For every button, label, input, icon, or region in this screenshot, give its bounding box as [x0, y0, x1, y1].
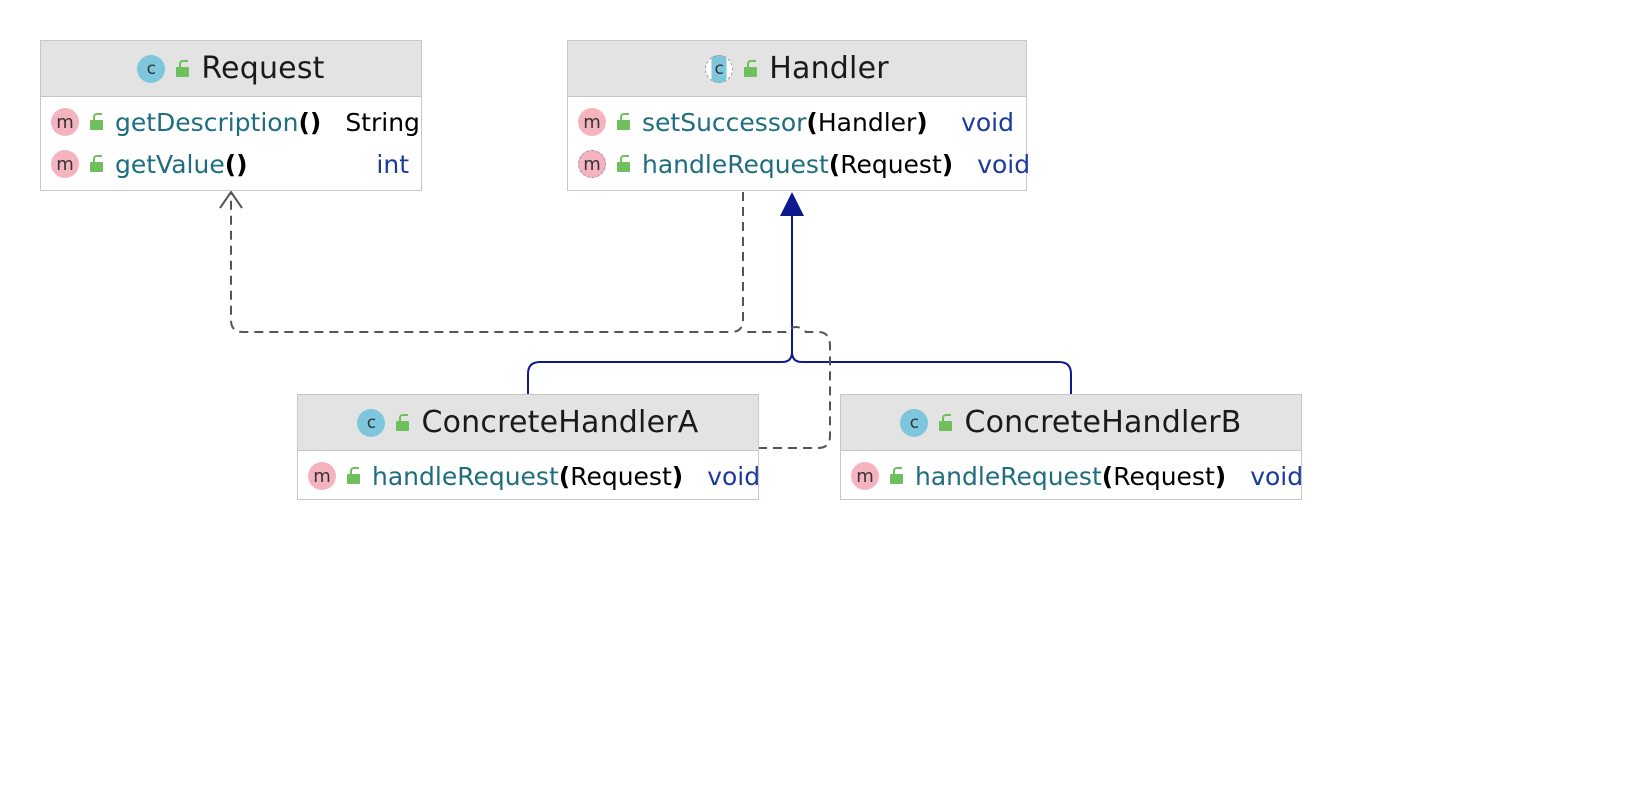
method-name: setSuccessor	[642, 107, 807, 137]
method-row-handlerequest[interactable]: m handleRequest(Request) void	[298, 455, 761, 497]
method-name: handleRequest	[372, 461, 559, 491]
method-params: Request	[570, 461, 672, 491]
public-visibility-icon	[938, 413, 954, 433]
method-return-type: void	[1250, 461, 1304, 491]
method-name: handleRequest	[915, 461, 1102, 491]
method-params: Handler	[817, 107, 917, 137]
class-name: ConcreteHandlerB	[964, 405, 1242, 440]
method-signature: handleRequest(Request)	[372, 461, 684, 491]
class-members: m setSuccessor(Handler) void m handleReq…	[568, 97, 1030, 189]
class-members: m handleRequest(Request) void	[841, 451, 1304, 501]
public-visibility-icon	[89, 112, 105, 132]
method-params: Request	[1113, 461, 1215, 491]
class-members: m getDescription() String m getValue() i…	[41, 97, 421, 189]
method-return-type: void	[961, 107, 1014, 137]
method-name: handleRequest	[642, 149, 829, 179]
method-return-type: int	[376, 149, 409, 179]
class-request[interactable]: c Request m getDescription() String m ge…	[40, 40, 422, 191]
method-signature: handleRequest(Request)	[915, 461, 1227, 491]
method-row-handlerequest[interactable]: m handleRequest(Request) void	[568, 143, 1030, 185]
public-visibility-icon	[89, 154, 105, 174]
dependency-line-handler-request	[230, 192, 744, 333]
class-name: Request	[201, 51, 325, 86]
class-handler[interactable]: c Handler m setSuccessor(Handler) void m…	[567, 40, 1030, 191]
method-name: getValue	[115, 149, 225, 179]
class-concrete-handler-b-header[interactable]: c ConcreteHandlerB	[841, 395, 1301, 451]
method-return-type: String	[345, 107, 420, 137]
class-name: ConcreteHandlerA	[421, 405, 699, 440]
public-visibility-icon	[616, 154, 632, 174]
method-row-getvalue[interactable]: m getValue() int	[41, 143, 421, 185]
class-kind-icon: c	[137, 54, 166, 83]
public-visibility-icon	[889, 466, 905, 486]
class-name: Handler	[769, 51, 889, 86]
method-params: Request	[840, 149, 942, 179]
inheritance-line-concrete-a	[527, 194, 793, 394]
class-handler-header[interactable]: c Handler	[568, 41, 1026, 97]
public-visibility-icon	[346, 466, 362, 486]
method-signature: getValue()	[115, 149, 248, 179]
method-kind-icon: m	[851, 462, 879, 490]
dependency-arrowhead	[219, 190, 243, 209]
method-kind-icon: m	[51, 150, 79, 178]
method-signature: handleRequest(Request)	[642, 149, 954, 179]
public-visibility-icon	[743, 59, 759, 79]
method-kind-icon: m	[51, 108, 79, 136]
method-return-type: void	[707, 461, 761, 491]
inheritance-line-concrete-b	[791, 351, 1072, 394]
method-row-handlerequest[interactable]: m handleRequest(Request) void	[841, 455, 1304, 497]
method-row-setsuccessor[interactable]: m setSuccessor(Handler) void	[568, 101, 1026, 143]
dependency-line-concrete-a-request	[743, 326, 831, 449]
method-row-getdescription[interactable]: m getDescription() String	[41, 101, 421, 143]
class-concrete-handler-a-header[interactable]: c ConcreteHandlerA	[298, 395, 758, 451]
method-kind-icon: m	[308, 462, 336, 490]
public-visibility-icon	[175, 59, 191, 79]
class-members: m handleRequest(Request) void	[298, 451, 761, 501]
public-visibility-icon	[616, 112, 632, 132]
class-kind-icon: c	[357, 408, 386, 437]
inheritance-arrowhead	[780, 192, 804, 216]
class-kind-icon: c	[900, 408, 929, 437]
method-signature: getDescription()	[115, 107, 322, 137]
method-return-type: void	[977, 149, 1031, 179]
method-kind-icon: m	[578, 108, 606, 136]
abstract-class-kind-icon: c	[705, 54, 734, 83]
abstract-method-kind-icon: m	[578, 150, 606, 178]
method-name: getDescription	[115, 107, 299, 137]
class-concrete-handler-b[interactable]: c ConcreteHandlerB m handleRequest(Reque…	[840, 394, 1304, 501]
class-concrete-handler-a[interactable]: c ConcreteHandlerA m handleRequest(Reque…	[297, 394, 761, 501]
public-visibility-icon	[395, 413, 411, 433]
method-signature: setSuccessor(Handler)	[642, 107, 928, 137]
class-request-header[interactable]: c Request	[41, 41, 421, 97]
